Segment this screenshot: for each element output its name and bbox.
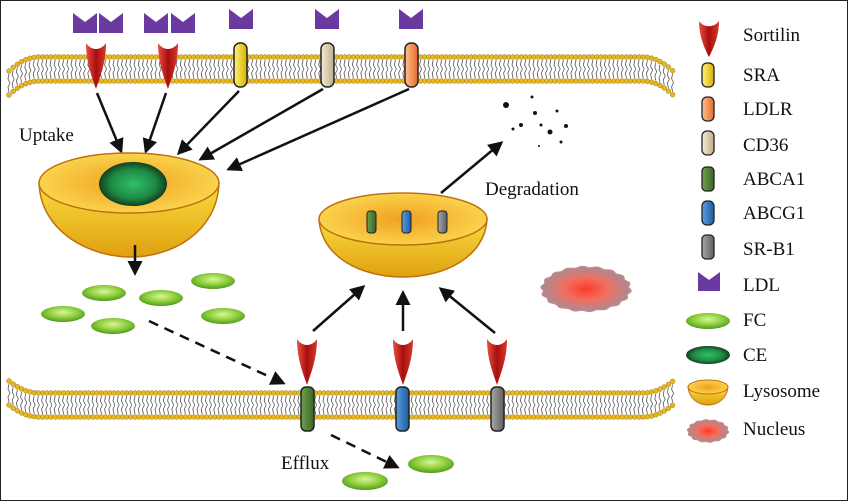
lysosome-icon (687, 379, 729, 406)
ldl-particle (144, 13, 168, 33)
sortilin-receptor (393, 339, 413, 385)
ldl-particle (315, 9, 339, 29)
sortilin-receptor (297, 339, 317, 385)
legend-label-lysosome: Lysosome (743, 381, 820, 402)
sortilin-icon (699, 21, 719, 57)
ldlr-receptor (404, 42, 419, 88)
legend-label-sortilin: Sortilin (743, 25, 801, 46)
abca1-in-lysosome (366, 210, 377, 234)
nucleus (540, 265, 632, 313)
abcg1-icon (701, 200, 715, 226)
legend-label-fc: FC (743, 310, 766, 331)
trafficking-arrows (312, 285, 496, 334)
lysosome-with-ce (38, 152, 220, 258)
cd36-receptor (320, 42, 335, 88)
degradation-arrow (440, 141, 504, 194)
ldl-particle (73, 13, 97, 33)
fc-droplet (408, 455, 454, 473)
fc-droplet (342, 472, 388, 490)
legend-label-nucleus: Nucleus (743, 419, 805, 440)
legend-label-cd36: CD36 (743, 135, 788, 156)
legend-label-abcg1: ABCG1 (743, 203, 805, 224)
abcg1-transporter (395, 386, 410, 432)
srb1-transporter (490, 386, 505, 432)
cell-membrane-top (6, 54, 676, 98)
legend-label-srb1: SR-B1 (743, 239, 795, 260)
ce-icon (686, 346, 730, 364)
lysosome-degradation (318, 192, 488, 278)
legend-label-ce: CE (743, 345, 767, 366)
legend-label-ldlr: LDLR (743, 99, 793, 120)
legend: Sortilin SRA LDLR CD36 ABCA1 ABCG1 SR-B1… (686, 21, 820, 443)
fc-cluster (41, 273, 245, 334)
ce-droplet (99, 162, 167, 206)
ldl-icon (698, 272, 720, 291)
ldl-particle (229, 9, 253, 29)
efflux-arrow (330, 433, 400, 469)
uptake-label: Uptake (19, 125, 74, 146)
ldlr-icon (701, 96, 715, 122)
ldl-particle (399, 9, 423, 29)
srb1-in-lysosome (437, 210, 448, 234)
uptake-arrows (95, 87, 410, 171)
abca1-icon (701, 166, 715, 192)
srb1-icon (701, 234, 715, 260)
sra-icon (701, 62, 715, 88)
abcg1-in-lysosome (401, 210, 412, 234)
ldl-particle (171, 13, 195, 33)
legend-label-ldl: LDL (743, 275, 780, 296)
legend-label-sra: SRA (743, 65, 780, 86)
abca1-transporter (300, 386, 315, 432)
sra-receptor (233, 42, 248, 88)
legend-label-abca1: ABCA1 (743, 169, 805, 190)
degradation-label: Degradation (485, 179, 579, 200)
cd36-icon (701, 130, 715, 156)
efflux-label: Efflux (281, 453, 330, 474)
nucleus-icon (686, 419, 730, 443)
fc-icon (686, 313, 730, 329)
sortilin-receptor (487, 339, 507, 385)
cell-membrane-bottom (6, 378, 676, 420)
degradation-fragments (503, 95, 568, 147)
efflux-dashed-arrow (148, 319, 286, 385)
ldl-particle (99, 13, 123, 33)
